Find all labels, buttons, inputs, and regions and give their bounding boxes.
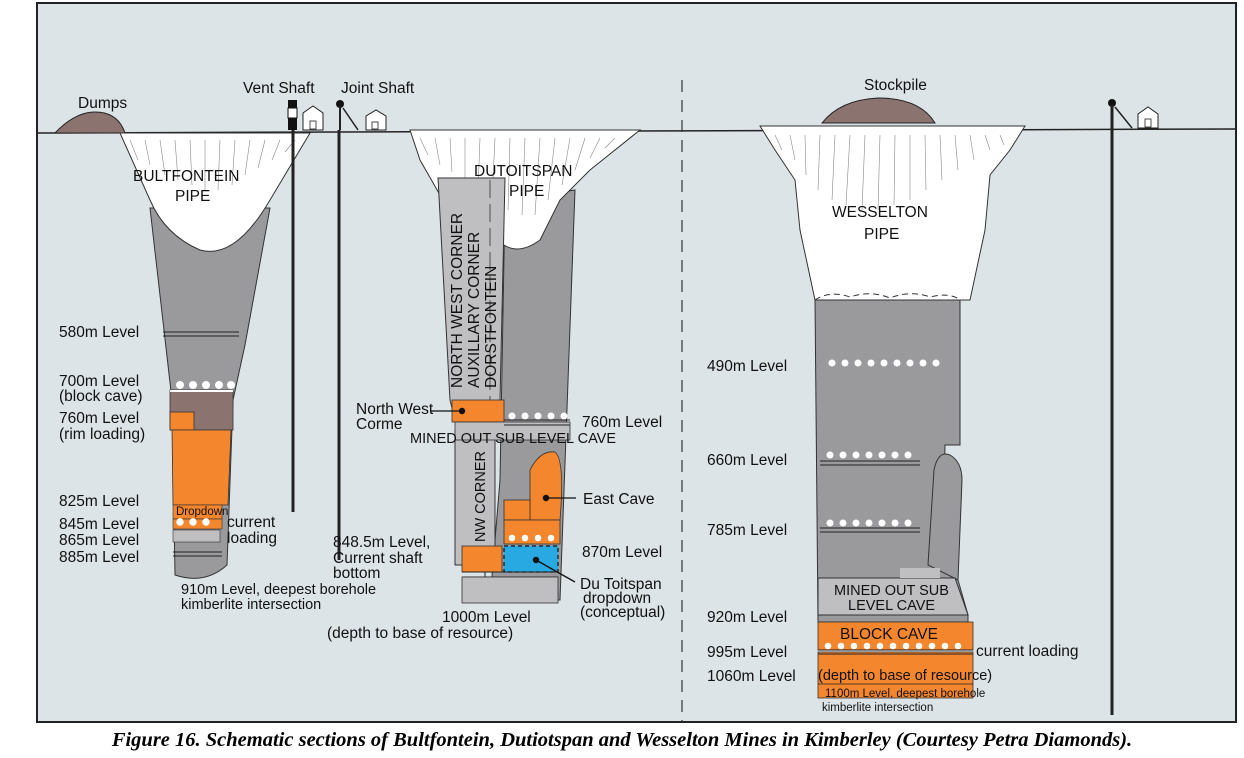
- wesselton-mined-out-label-2: LEVEL CAVE: [848, 598, 935, 614]
- level-760-note: (rim loading): [59, 426, 145, 443]
- level-580-label: 580m Level: [59, 324, 139, 341]
- dumps-label: Dumps: [78, 95, 127, 112]
- bultfontein-deepest-borehole-2: kimberlite intersection: [181, 597, 321, 613]
- figure-caption: Figure 16. Schematic sections of Bultfon…: [111, 729, 1133, 751]
- dropdown-label: Du Toitspan: [580, 576, 662, 593]
- dumps-heap: [53, 111, 126, 134]
- wesselton-level-1060: 1060m Level: [707, 668, 796, 685]
- dutoitspan-level-870: 870m Level: [582, 544, 662, 561]
- north-west-corner-label: NORTH WEST CORNER: [449, 213, 466, 388]
- vent-shaft-label: Vent Shaft: [243, 80, 315, 97]
- wesselton-level-490: 490m Level: [707, 358, 787, 375]
- level-885-label: 885m Level: [59, 549, 139, 566]
- level-825-label: 825m Level: [59, 493, 139, 510]
- dutoitspan-level-1000: 1000m Level: [442, 609, 531, 626]
- bultfontein-orange-zone: [171, 429, 232, 506]
- wesselton-deepest-borehole-2: kimberlite intersection: [822, 702, 933, 714]
- bultfontein-section: Dropdown: [53, 100, 387, 579]
- bultfontein-deepest-borehole: 910m Level, deepest borehole: [181, 582, 376, 598]
- wesselton-level-785: 785m Level: [707, 522, 787, 539]
- auxillary-corner-label: AUXILLARY CORNER: [466, 232, 483, 388]
- wesselton-pipe-label-2: PIPE: [864, 226, 899, 243]
- stockpile-heap: [820, 97, 936, 124]
- shaft-bottom-label: 848.5m Level,: [333, 534, 430, 551]
- bultfontein-dropdown-label: Dropdown: [176, 506, 228, 518]
- block-cave-label: BLOCK CAVE: [840, 626, 938, 643]
- joint-shaft-label: Joint Shaft: [341, 80, 415, 97]
- wesselton-level-920: 920m Level: [707, 609, 787, 626]
- wesselton-current-loading: current loading: [976, 643, 1079, 660]
- level-865-label: 865m Level: [59, 532, 139, 549]
- dutoitspan-base-resource: (depth to base of resource): [327, 625, 513, 642]
- dutoitspan-pipe-label: DUTOITSPAN: [474, 163, 572, 180]
- level-700-note: (block cave): [59, 388, 143, 405]
- north-west-corme-label: North West: [356, 401, 434, 418]
- bultfontein-open-pit: [119, 132, 311, 252]
- level-760-label: 760m Level: [59, 410, 139, 427]
- wesselton-section: [759, 97, 1159, 715]
- wesselton-pipe-label: WESSELTON: [832, 204, 928, 221]
- wesselton-deepest-borehole: 1100m Level, deepest borehole: [825, 688, 985, 700]
- shaft-bottom-label-2: Current shaft: [333, 550, 423, 567]
- bultfontein-current-loading-2: loading: [227, 530, 277, 547]
- dropdown-label-3: (conceptual): [580, 604, 665, 621]
- dutoitspan-mined-out-label: MINED OUT SUB LEVEL CAVE: [410, 431, 616, 447]
- mine-sections-diagram: Dropdown: [36, 2, 1237, 723]
- east-cave-zone: [529, 451, 563, 521]
- wesselton-level-660: 660m Level: [707, 452, 787, 469]
- dropdown-label-2: dropdown: [583, 590, 651, 607]
- dutoitspan-pipe-label-2: PIPE: [509, 183, 544, 200]
- level-845-label: 845m Level: [59, 516, 139, 533]
- bultfontein-pipe-label-2: PIPE: [175, 188, 210, 205]
- shaft-bottom-label-3: bottom: [333, 565, 380, 582]
- north-west-corme-label-2: Corme: [356, 416, 403, 433]
- diagram-frame: Dropdown: [36, 0, 1238, 724]
- wesselton-base-resource: (depth to base of resource): [818, 668, 992, 684]
- dutoitspan-level-760: 760m Level: [582, 414, 662, 431]
- bultfontein-pipe-label: BULTFONTEIN: [133, 168, 240, 185]
- wesselton-open-pit: [759, 125, 1026, 301]
- level-700-label: 700m Level: [59, 373, 139, 390]
- wesselton-mined-out-label: MINED OUT SUB: [834, 583, 949, 599]
- stockpile-label: Stockpile: [864, 77, 927, 94]
- dutoitspan-section: [409, 129, 642, 604]
- dorstfontein-label: DORSTFONTEIN: [483, 266, 500, 388]
- bultfontein-current-loading: current: [227, 514, 276, 531]
- east-cave-label: East Cave: [583, 491, 655, 508]
- nw-corner-label: NW CORNER: [473, 451, 489, 542]
- wesselton-level-995: 995m Level: [707, 644, 787, 661]
